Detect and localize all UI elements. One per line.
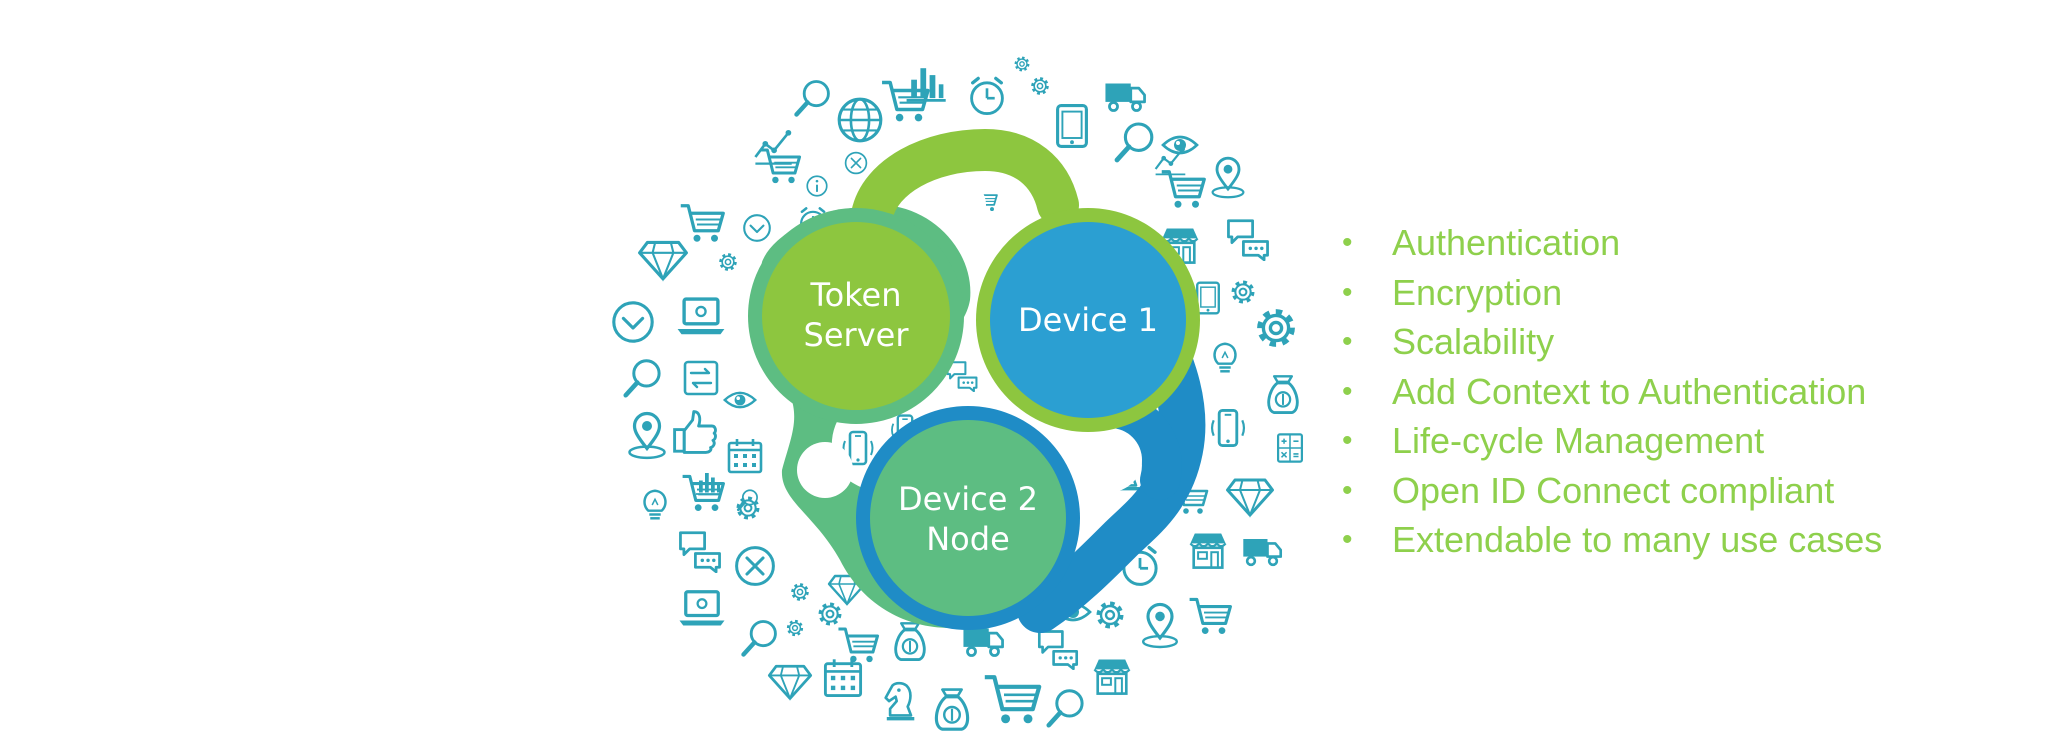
gear-icon: [719, 253, 737, 271]
lightbulb-icon: [1213, 342, 1237, 373]
laptop-icon: [675, 297, 727, 336]
close-circle-icon: [735, 546, 775, 586]
device-2-label-line2: Node: [926, 520, 1010, 558]
magnifier-icon: [626, 361, 659, 396]
shopping-cart-icon: [758, 148, 802, 185]
feature-text: Scalability: [1392, 321, 1555, 362]
device-2-node: Device 2 Node: [856, 406, 1080, 630]
info-icon: [806, 175, 828, 197]
bar-chart-icon: [695, 472, 723, 495]
bullet-icon: •: [1342, 374, 1353, 408]
money-bag-icon: [894, 621, 926, 662]
gear-icon: [1031, 77, 1049, 95]
diamond-icon: [638, 240, 688, 281]
connector-hole-right: [1078, 428, 1142, 492]
magnifier-icon: [744, 622, 776, 655]
chevron-circle-icon: [743, 214, 771, 242]
lightbulb-icon: [643, 489, 667, 520]
clock-icon: [969, 76, 1005, 116]
globe-icon: [837, 97, 883, 143]
feature-text: Life-cycle Management: [1392, 420, 1765, 461]
feature-item: • Add Context to Authentication: [1340, 367, 1882, 417]
feature-text: Extendable to many use cases: [1392, 519, 1883, 560]
feature-text: Authentication: [1392, 222, 1621, 263]
eye-icon: [723, 391, 757, 409]
location-pin-icon: [627, 411, 667, 460]
chat-bubbles-icon: [1037, 630, 1079, 670]
shopping-cart-icon: [836, 627, 880, 664]
magnifier-icon: [1117, 124, 1152, 160]
chess-knight-icon: [884, 681, 916, 721]
token-server-node: Token Server: [748, 208, 964, 424]
thumbs-up-icon: [673, 410, 717, 454]
close-circle-icon: [844, 151, 868, 175]
chat-bubbles-icon: [1227, 219, 1269, 261]
laptop-icon: [677, 590, 727, 628]
feature-item: • Scalability: [1340, 317, 1882, 367]
bullet-icon: •: [1342, 325, 1353, 358]
shop-icon: [1093, 658, 1131, 695]
diamond-icon: [767, 664, 813, 700]
feature-text: Open ID Connect compliant: [1392, 469, 1835, 511]
chevron-circle-icon: [612, 301, 654, 343]
feature-text: Add Context to Authentication: [1392, 370, 1867, 412]
gear-icon: [791, 583, 809, 601]
device-2-label-line1: Device 2: [898, 480, 1038, 518]
gear-icon: [1234, 283, 1253, 302]
location-pin-icon: [1211, 156, 1245, 199]
connector-hole-left: [797, 442, 853, 498]
line-chart-icon: [754, 128, 794, 165]
token-server-label-line1: Token: [809, 276, 901, 314]
delivery-truck-icon: [962, 627, 1004, 657]
network-diagram: Token Server Device 1 Device 2 Node: [748, 128, 1206, 633]
device-1-node: Device 1: [976, 208, 1200, 432]
diamond-icon: [1226, 478, 1274, 517]
feature-item: • Life-cycle Management: [1340, 416, 1882, 466]
magnifier-icon: [1049, 691, 1082, 726]
feature-item: • Extendable to many use cases: [1340, 515, 1882, 565]
magnifier-icon: [797, 82, 829, 115]
gear-icon: [821, 605, 840, 624]
connector-hole-top: [934, 179, 986, 231]
bullet-icon: •: [1342, 424, 1353, 457]
gear-icon: [1014, 56, 1030, 72]
bullet-icon: •: [1342, 226, 1353, 259]
transfer-arrows-icon: [683, 360, 719, 396]
feature-item: • Open ID Connect compliant: [1340, 466, 1882, 516]
calendar-icon: [823, 657, 863, 698]
shopping-cart-icon: [679, 204, 725, 244]
smartphone-icon: [1210, 408, 1246, 448]
money-bag-icon: [934, 688, 970, 731]
gear-icon: [786, 619, 804, 637]
calculator-icon: [1276, 433, 1304, 463]
money-bag-icon: [1267, 374, 1299, 415]
shopping-cart-icon: [1188, 597, 1232, 636]
chat-bubbles-icon: [946, 361, 978, 392]
chat-bubbles-icon: [679, 531, 721, 573]
delivery-truck-icon: [1241, 537, 1283, 567]
bullet-icon: •: [1342, 523, 1353, 556]
feature-item: • Encryption: [1340, 268, 1882, 318]
tablet-icon: [1056, 104, 1088, 148]
feature-text: Encryption: [1392, 271, 1563, 313]
feature-item: • Authentication: [1340, 218, 1882, 268]
feature-list: • Authentication • Encryption • Scalability…: [1340, 218, 1882, 565]
bullet-icon: •: [1342, 473, 1353, 507]
gear-icon: [1261, 313, 1292, 344]
bullet-icon: •: [1342, 275, 1353, 309]
delivery-truck-icon: [1104, 82, 1146, 112]
eye-icon: [1161, 135, 1199, 155]
device-1-label: Device 1: [1018, 301, 1158, 339]
shopping-cart-icon: [1160, 170, 1206, 210]
gear-icon: [1099, 604, 1121, 626]
token-server-label-line2: Server: [804, 316, 910, 354]
location-pin-icon: [1141, 602, 1179, 649]
tablet-icon: [1196, 281, 1220, 315]
shop-icon: [1189, 532, 1227, 569]
shopping-cart-icon: [985, 677, 1039, 723]
calendar-icon: [727, 437, 763, 474]
light-green-connector: [851, 128, 1079, 236]
